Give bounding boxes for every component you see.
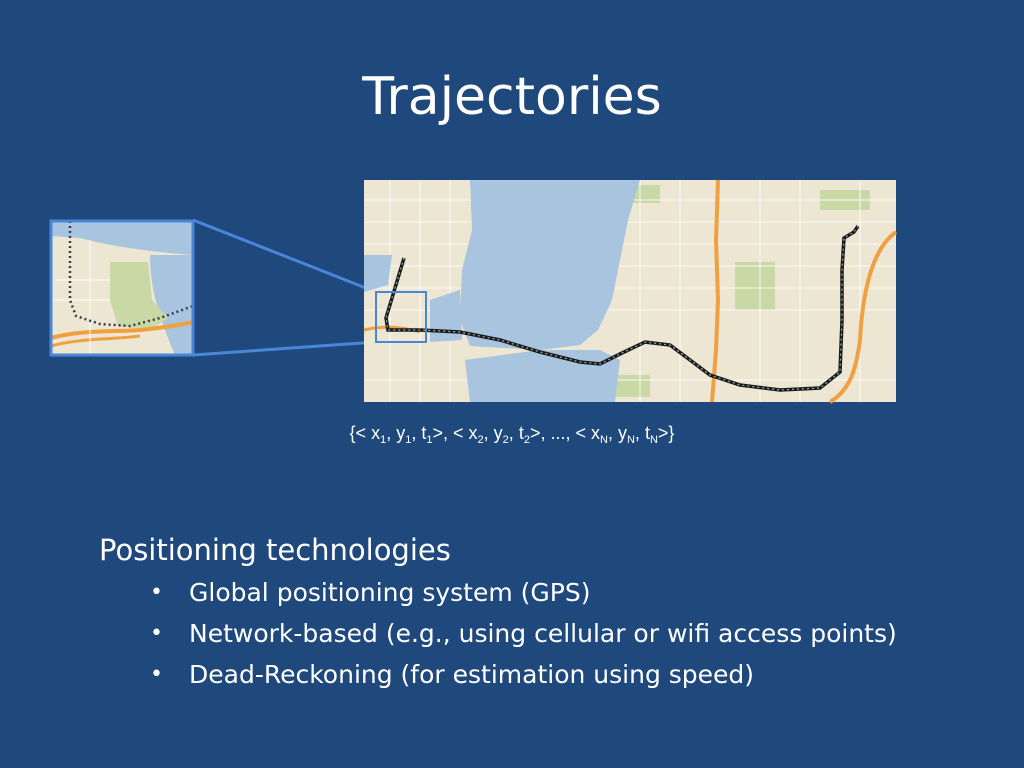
bullet-marker: • — [150, 662, 163, 687]
zoom-connector-bottom — [192, 340, 377, 357]
bullet-marker: • — [150, 621, 163, 646]
slide-title: Trajectories — [362, 67, 662, 127]
trajectory-formula: {< x1, y1, t1>, < x2, y2, t2>, ..., < xN… — [349, 423, 675, 446]
bullet-list: •Global positioning system (GPS) •Networ… — [99, 572, 999, 695]
section-heading: Positioning technologies — [99, 533, 451, 567]
bullet-section: Positioning technologies •Global positio… — [99, 530, 999, 695]
bullet-marker: • — [150, 580, 163, 605]
bullet-item: •Network-based (e.g., using cellular or … — [99, 613, 999, 654]
bullet-item: •Dead-Reckoning (for estimation using sp… — [99, 654, 999, 695]
zoom-connector-top — [192, 218, 377, 294]
main-map — [363, 179, 898, 404]
zoom-window — [375, 291, 427, 343]
bullet-item: •Global positioning system (GPS) — [99, 572, 999, 613]
inset-map — [49, 219, 195, 357]
